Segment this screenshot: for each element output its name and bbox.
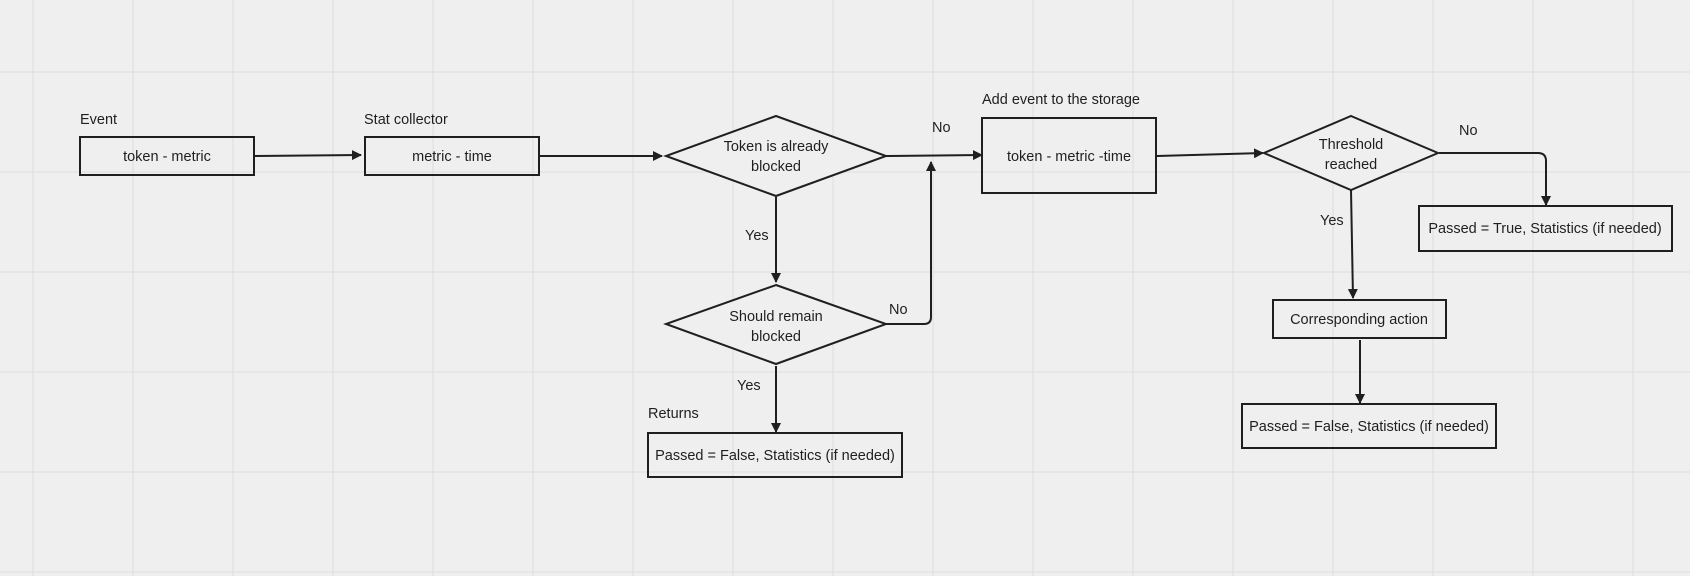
node-metric-time-label: metric - time (412, 149, 492, 165)
node-corresponding-action[interactable]: Corresponding action (1272, 299, 1447, 339)
edge-label-remain-no: No (889, 302, 908, 318)
node-token-blocked-decision[interactable]: Token is already blocked (663, 114, 889, 198)
edge-label-remain-yes: Yes (737, 378, 761, 394)
edge-threshold-no-to-passed-true (1439, 152, 1551, 206)
node-passed-true[interactable]: Passed = True, Statistics (if needed) (1418, 205, 1673, 252)
caption-event: Event (80, 112, 117, 128)
edge-label-blocked-yes: Yes (745, 228, 769, 244)
node-token-metric-time-label: token - metric -time (1007, 149, 1131, 165)
caption-stat-collector: Stat collector (364, 112, 448, 128)
edge-storage-to-threshold (1156, 148, 1264, 159)
node-returns-false-label: Passed = False, Statistics (if needed) (655, 448, 895, 464)
node-passed-false-2[interactable]: Passed = False, Statistics (if needed) (1241, 403, 1497, 449)
edge-label-blocked-no: No (932, 120, 951, 136)
node-should-remain-line1: Should remain (729, 309, 823, 325)
node-token-blocked-line2: blocked (751, 159, 801, 175)
node-token-metric-label: token - metric (123, 149, 211, 165)
node-corresponding-action-label: Corresponding action (1290, 312, 1428, 328)
edge-label-threshold-yes: Yes (1320, 213, 1344, 229)
node-token-metric[interactable]: token - metric (79, 136, 255, 176)
node-threshold-line1: Threshold (1319, 137, 1383, 153)
node-passed-false-2-label: Passed = False, Statistics (if needed) (1249, 419, 1489, 435)
edge-blocked-no-to-storage (885, 150, 983, 161)
edge-label-threshold-no: No (1459, 123, 1478, 139)
node-should-remain-decision[interactable]: Should remain blocked (663, 283, 889, 366)
node-token-blocked-line1: Token is already (724, 139, 830, 155)
node-metric-time[interactable]: metric - time (364, 136, 540, 176)
edge-remain-no-to-storage (886, 161, 936, 325)
node-threshold-decision[interactable]: Threshold reached (1261, 114, 1441, 192)
edge-threshold-yes-to-action (1347, 189, 1358, 299)
node-token-metric-time[interactable]: token - metric -time (981, 117, 1157, 194)
caption-returns: Returns (648, 406, 699, 422)
node-threshold-line2: reached (1325, 157, 1377, 173)
edge-event-to-collector (254, 150, 362, 161)
node-returns-false[interactable]: Passed = False, Statistics (if needed) (647, 432, 903, 478)
caption-add-event: Add event to the storage (982, 92, 1140, 108)
node-should-remain-line2: blocked (751, 329, 801, 345)
node-passed-true-label: Passed = True, Statistics (if needed) (1428, 221, 1661, 237)
